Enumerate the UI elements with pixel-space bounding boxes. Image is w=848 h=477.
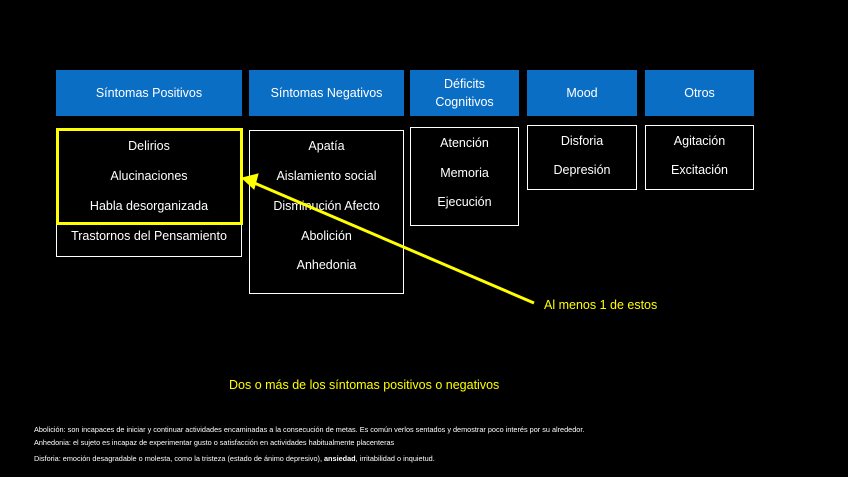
footnote-text: , irritabilidad o inquietud. (355, 454, 435, 463)
list-item: Excitación (671, 163, 728, 177)
list-item: Disforia (560, 134, 604, 148)
footnote-disforia: Disforia: emoción desagradable o molesta… (34, 454, 435, 463)
header-sintomas-positivos: Síntomas Positivos (56, 70, 242, 116)
list-item: Disminución Afecto (273, 199, 380, 213)
header-label: Otros (684, 86, 715, 100)
header-mood: Mood (527, 70, 637, 116)
header-sintomas-negativos: Síntomas Negativos (249, 70, 404, 116)
footnote-abolicion: Abolición: son incapaces de iniciar y co… (34, 425, 585, 434)
list-item: Alucinaciones (110, 169, 188, 183)
list-item: Agitación (673, 134, 726, 148)
header-deficits-cognitivos: Déficits Cognitivos (410, 70, 519, 116)
list-mood: Disforia Depresión (527, 125, 637, 190)
list-sintomas-negativos: Apatía Aislamiento social Disminución Af… (249, 130, 404, 294)
header-label: Síntomas Positivos (95, 86, 203, 100)
arrow-annotation-label: Al menos 1 de estos (544, 298, 658, 312)
header-label: Cognitivos (435, 95, 494, 109)
list-item: Atención (440, 136, 489, 150)
list-item: Trastornos del Pensamiento (71, 229, 227, 243)
header-label: Mood (566, 86, 598, 100)
list-item: Ejecución (437, 195, 492, 209)
footnote-bold-text: ansiedad (324, 454, 356, 463)
list-item: Aislamiento social (276, 169, 377, 183)
list-otros: Agitación Excitación (645, 125, 754, 190)
bottom-annotation: Dos o más de los síntomas positivos o ne… (229, 378, 500, 392)
list-item: Abolición (301, 229, 352, 243)
list-item: Delirios (128, 139, 170, 153)
header-label: Síntomas Negativos (270, 86, 383, 100)
footnote-anhedonia: Anhedonia: el sujeto es incapaz de exper… (34, 438, 395, 447)
header-otros: Otros (645, 70, 754, 116)
list-item: Memoria (440, 166, 489, 180)
list-item: Anhedonia (296, 258, 357, 272)
list-item: Habla desorganizada (89, 199, 209, 213)
footnote-text: Disforia: emoción desagradable o molesta… (34, 454, 324, 463)
header-label: Déficits (444, 77, 485, 91)
highlight-box (56, 128, 243, 225)
list-item: Apatía (308, 139, 345, 153)
list-sintomas-positivos: Delirios Alucinaciones Habla desorganiza… (56, 128, 242, 257)
list-deficits-cognitivos: Atención Memoria Ejecución (410, 127, 519, 226)
list-item: Depresión (553, 163, 611, 177)
